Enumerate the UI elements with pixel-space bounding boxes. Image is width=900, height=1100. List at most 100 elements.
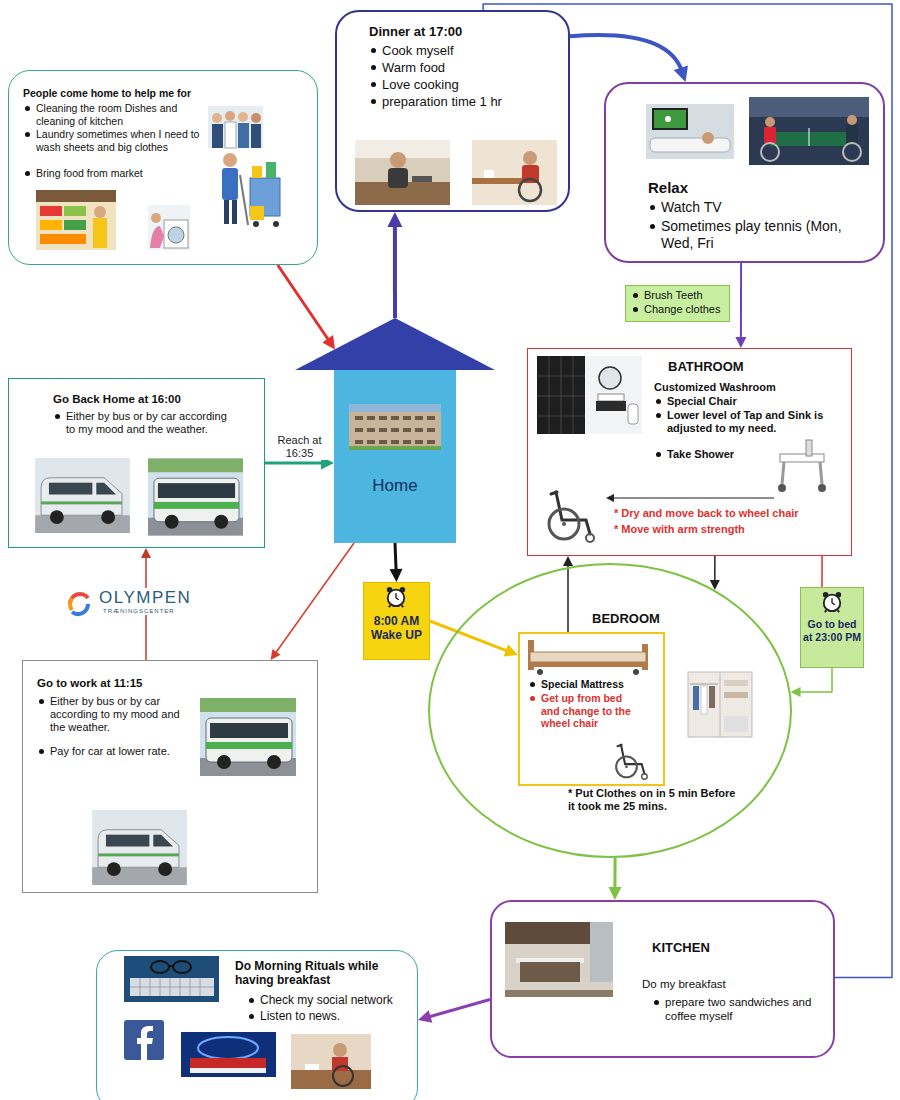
news-picture-part	[190, 1068, 266, 1073]
wardrobe-picture-part	[724, 716, 748, 732]
wardrobe-picture-part	[688, 672, 752, 737]
node-text: Go Back Home at 16:00	[53, 393, 253, 407]
node-text: Get up from bed and change to the wheel …	[528, 692, 640, 730]
text-slot: Go Back Home at 16:00	[53, 393, 253, 407]
ellipse-outline-line	[429, 564, 791, 857]
text-slot: Brush Teeth	[631, 289, 727, 302]
bus-photo	[148, 458, 243, 535]
kitchen-photo-part	[590, 922, 613, 982]
house-outline	[295, 318, 495, 543]
node-text: preparation time 1 hr	[369, 94, 564, 110]
connector-line	[821, 556, 823, 587]
relax-box: RelaxWatch TV Sometimes play tennis (Mon,…	[604, 82, 885, 263]
staff-photo-part	[212, 113, 222, 123]
bed-picture-part	[537, 669, 543, 675]
node-text: Relax	[648, 179, 768, 197]
text-slot: BATHROOM	[668, 359, 798, 375]
staff-photo-part	[251, 113, 261, 123]
node-text: Change clothes	[631, 303, 727, 316]
tennis-photo-part	[846, 125, 858, 143]
wardrobe-picture-part	[724, 680, 748, 686]
bathroom-photo-part	[596, 401, 626, 411]
connector-line	[275, 543, 354, 654]
breakfast-photo	[291, 1034, 371, 1089]
connector	[430, 621, 518, 657]
text-slot: Dinner at 17:00	[369, 24, 564, 40]
text-slot: Listen to news.	[247, 1009, 415, 1023]
node-text: BEDROOM	[592, 611, 692, 627]
connector	[390, 543, 403, 582]
arrow-head	[735, 337, 746, 348]
keyboard-photo-part	[169, 965, 173, 967]
shower-chair-part	[806, 440, 812, 456]
transfer-arrow-part	[606, 494, 614, 502]
tv-photo	[646, 104, 734, 159]
market-picture-part	[40, 234, 86, 244]
arrow-head	[674, 65, 688, 82]
node-text: Laundry sometimes when I need to wash sh…	[23, 128, 203, 153]
arrow-head	[418, 1010, 432, 1023]
node-text: * Put Clothes on in 5 min Before it took…	[568, 787, 743, 813]
text-slot: Go to work at 11:15	[37, 677, 207, 691]
bathroom-photo	[537, 356, 642, 434]
building-photo-part	[349, 446, 441, 450]
breakfast-photo-part	[333, 1066, 353, 1086]
text-slot: Laundry sometimes when I need to wash sh…	[23, 128, 203, 153]
market-picture-part	[93, 218, 107, 248]
text-slot: preparation time 1 hr	[369, 94, 564, 110]
cooking-photo-part	[390, 152, 406, 168]
helpers-box: People come home to help me forCleaning …	[8, 70, 318, 265]
node-text: Dinner at 17:00	[369, 24, 564, 40]
cleaner-picture	[222, 153, 280, 227]
market-picture-part	[40, 220, 62, 230]
cleaner-picture-part	[232, 200, 237, 224]
house-body	[334, 370, 456, 543]
arrow-head	[271, 649, 281, 660]
bed-picture-part	[642, 644, 648, 670]
arrow-head	[563, 556, 573, 566]
node-text: BATHROOM	[668, 359, 798, 375]
laundry-picture-part	[164, 220, 188, 248]
text-slot: Either by bus or by car according to my …	[37, 695, 197, 735]
text-slot: BEDROOM	[592, 611, 692, 627]
keyboard-photo-part	[151, 961, 169, 973]
node-text: * Move with arm strength	[614, 523, 839, 536]
laundry-picture-part	[151, 213, 161, 223]
tv-photo-part	[702, 132, 714, 144]
note-box: Brush TeethChange clothes	[625, 285, 730, 322]
node-text: Home	[334, 476, 456, 496]
connector-line	[714, 556, 716, 583]
staff-photo-part	[238, 112, 248, 122]
text-slot: Love cooking	[369, 77, 564, 93]
connector-line	[567, 563, 569, 632]
text-slot: OLYMPEN	[99, 588, 209, 608]
node-text: Sometimes play tennis (Mon, Wed, Fri	[648, 218, 873, 252]
text-slot: Watch TV	[648, 199, 873, 216]
text-slot: * Put Clothes on in 5 min Before it took…	[568, 787, 743, 813]
olympen-logo-part	[70, 594, 88, 604]
tv-photo-part	[654, 110, 686, 128]
bed-picture	[528, 640, 648, 675]
keyboard-photo-part	[124, 956, 219, 1002]
cleaner-picture-part	[223, 153, 237, 167]
text-slot: KITCHEN	[652, 940, 772, 956]
tennis-photo-part	[749, 97, 869, 117]
laundry-picture	[148, 205, 190, 250]
bed-picture-part	[633, 669, 639, 675]
olympen-logo	[70, 594, 88, 614]
connector-line	[430, 621, 510, 652]
bedtime-box: Go to bed at 23:00 PM	[800, 587, 864, 668]
text-slot: Relax	[648, 179, 768, 197]
wardrobe-picture-part	[701, 686, 707, 714]
trip-box: Go to work at 11:15Either by bus or by c…	[22, 660, 318, 893]
text-slot: Cook myself	[369, 43, 564, 59]
shower-chair-part	[780, 454, 824, 462]
news-picture-part	[198, 1037, 258, 1059]
market-picture-part	[64, 220, 86, 230]
node-text: Warm food	[369, 60, 564, 76]
node-text: Check my social network	[247, 993, 415, 1007]
eating-photo-part	[472, 178, 522, 184]
news-picture-part	[181, 1032, 276, 1077]
laundry-picture-part	[168, 227, 184, 243]
cooking-photo-part	[355, 140, 450, 205]
